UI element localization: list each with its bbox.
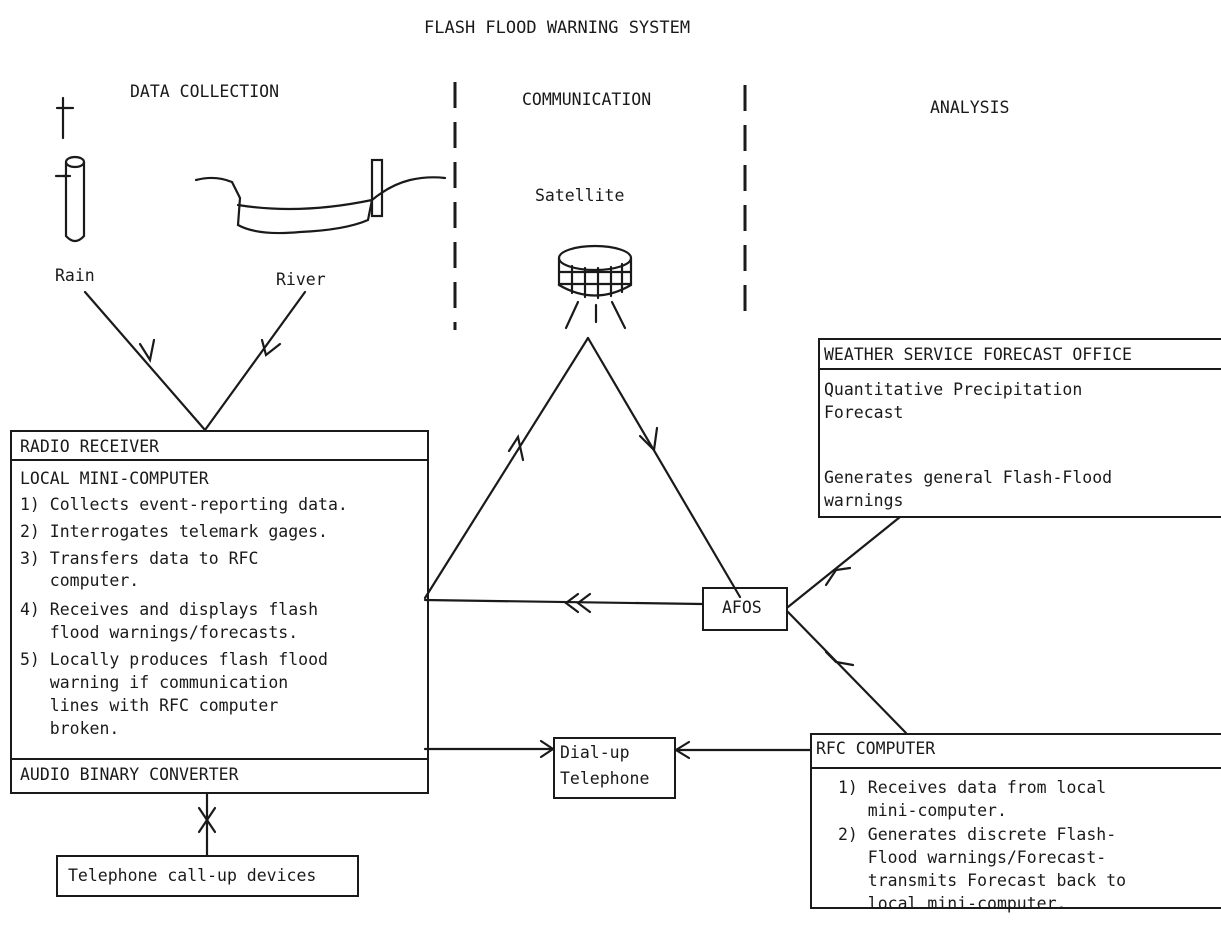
section-communication: COMMUNICATION	[522, 90, 652, 109]
river-icon	[194, 158, 447, 235]
arrow-satellite-to-afos	[586, 336, 742, 599]
local-minicomputer-header: LOCAL MINI-COMPUTER	[20, 469, 209, 488]
telephone-devices-label: Telephone call-up devices	[68, 866, 317, 885]
afos-label: AFOS	[722, 598, 762, 617]
receiver-item: 4) Receives and displays flash	[20, 600, 319, 619]
receiver-item: lines with RFC computer	[20, 696, 279, 715]
dialup-label-line2: Telephone	[560, 769, 650, 788]
diagram-title: FLASH FLOOD WARNING SYSTEM	[424, 18, 691, 38]
rfc-item: mini-computer.	[838, 801, 1007, 820]
dialup-telephone-box	[553, 737, 676, 799]
receiver-item: 1) Collects event-reporting data.	[20, 495, 348, 514]
rfc-item: 2) Generates discrete Flash-	[838, 825, 1117, 844]
river-label: River	[276, 270, 326, 289]
section-data-collection: DATA COLLECTION	[130, 82, 280, 101]
dialup-label-line1: Dial-up	[560, 743, 630, 762]
receiver-item: computer.	[20, 571, 140, 590]
receiver-item: 2) Interrogates telemark gages.	[20, 522, 328, 541]
weather-office-box	[818, 338, 1221, 518]
radio-receiver-header: RADIO RECEIVER	[20, 437, 160, 456]
receiver-item: 5) Locally produces flash flood	[20, 650, 328, 669]
rfc-computer-header: RFC COMPUTER	[816, 739, 936, 758]
receiver-item: warning if communication	[20, 673, 289, 692]
weather-office-header: WEATHER SERVICE FORECAST OFFICE	[824, 345, 1132, 364]
section-analysis: ANALYSIS	[930, 98, 1010, 117]
receiver-item: broken.	[20, 719, 120, 738]
receiver-item: 3) Transfers data to RFC	[20, 549, 259, 568]
weather-office-line: Forecast	[824, 403, 904, 422]
radio-receiver-box	[10, 430, 429, 794]
rfc-item: transmits Forecast back to	[838, 871, 1127, 890]
afos-box	[702, 587, 788, 631]
arrow-rain-to-receiver	[83, 290, 207, 432]
weather-office-line: Generates general Flash-Flood	[824, 468, 1113, 487]
arrow-receiver-to-satellite	[423, 336, 590, 600]
arrow-afos-to-receiver	[423, 598, 704, 606]
telephone-devices-box	[56, 855, 359, 897]
weather-office-line: warnings	[824, 491, 904, 510]
rfc-computer-box	[810, 733, 1221, 909]
rfc-item: Flood warnings/Forecast-	[838, 848, 1107, 867]
audio-binary-converter-label: AUDIO BINARY CONVERTER	[20, 765, 239, 784]
arrow-afos-weather-office	[786, 515, 902, 609]
rfc-item: local mini-computer.	[838, 894, 1067, 913]
satellite-icon	[557, 244, 633, 330]
rain-label: Rain	[55, 266, 95, 285]
receiver-item: flood warnings/forecasts.	[20, 623, 299, 642]
arrow-river-to-receiver	[203, 290, 307, 432]
weather-office-line: Quantitative Precipitation	[824, 380, 1083, 399]
arrow-rfc-to-afos	[786, 610, 908, 735]
rain-gauge-icon	[54, 96, 86, 243]
satellite-label: Satellite	[535, 186, 625, 205]
rfc-item: 1) Receives data from local	[838, 778, 1107, 797]
